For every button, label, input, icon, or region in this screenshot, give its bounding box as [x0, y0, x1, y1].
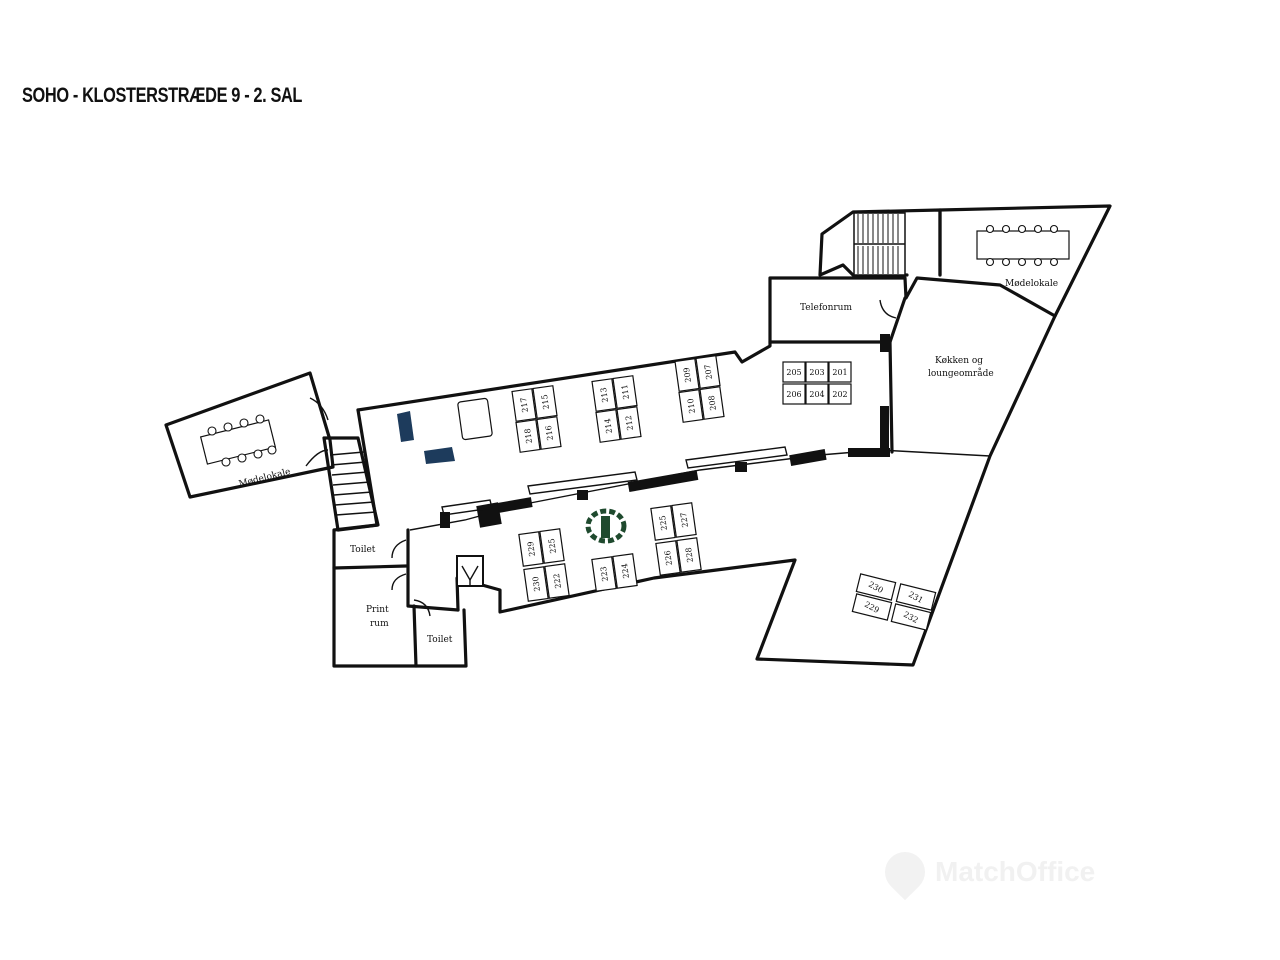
desk-number: 225	[658, 515, 669, 531]
desk: 207	[695, 355, 721, 389]
page-title: SOHO - KLOSTERSTRÆDE 9 - 2. SAL	[22, 84, 303, 107]
desk: 212	[616, 406, 642, 440]
desk: 209	[674, 358, 700, 392]
desk: 229	[851, 593, 893, 621]
desk-cluster-top: 217 215 218 216 213 211 214 212 209 207 210 208	[511, 355, 725, 453]
desk-number: 215	[540, 394, 551, 410]
toilet-lower-label: Toilet	[427, 635, 453, 645]
desk-number: 212	[624, 415, 635, 431]
desk: 216	[536, 416, 562, 450]
desk-number: 226	[663, 550, 674, 566]
desk: 218	[515, 419, 541, 453]
desk-number: 224	[620, 563, 631, 579]
desk: 208	[699, 386, 725, 420]
desk: 213	[591, 378, 617, 412]
meeting-room-left-label: Mødelokale	[238, 467, 292, 490]
desk-number: 228	[684, 547, 695, 563]
desk: 205	[782, 361, 806, 383]
desk: 206	[782, 383, 806, 405]
desk: 214	[595, 409, 621, 443]
elevator-icon	[456, 555, 484, 587]
watermark: MatchOffice	[876, 843, 1096, 901]
meeting-room-right: Mødelokale	[976, 224, 1070, 289]
desk: 211	[612, 375, 638, 409]
watermark-text: MatchOffice	[935, 856, 1096, 887]
desk-number: 222	[552, 573, 563, 589]
print-room-label-line1: Print	[366, 605, 389, 615]
desk: 223	[591, 556, 617, 592]
desk-number: 201	[832, 368, 847, 377]
desk-number: 204	[809, 390, 824, 399]
desk-number: 214	[603, 418, 614, 434]
desk: 204	[805, 383, 829, 405]
desk-number: 227	[679, 512, 690, 528]
desk-number: 202	[832, 390, 847, 399]
desk-number: 230	[531, 576, 542, 592]
desk: 231	[895, 583, 937, 611]
desk-number: 207	[703, 364, 714, 380]
desk: 230	[523, 566, 549, 602]
desk: 232	[890, 603, 932, 631]
desk-number: 203	[809, 368, 824, 377]
desk-number: 211	[620, 384, 631, 400]
wall-blocks	[440, 334, 890, 528]
desk: 225	[650, 505, 676, 541]
desk: 228	[676, 537, 702, 573]
desk: 230	[855, 573, 897, 601]
desk-number: 229	[526, 541, 537, 557]
desk-number: 208	[707, 395, 718, 411]
stairs-top	[853, 212, 906, 276]
desk-cluster-right: 205 203 201 206 204 202	[782, 361, 852, 405]
desk-number: 218	[523, 428, 534, 444]
desk: 202	[828, 383, 852, 405]
desk-number: 213	[599, 387, 610, 403]
toilet-upper-label: Toilet	[350, 545, 376, 555]
location-pin-icon	[876, 843, 934, 901]
desk-number: 216	[544, 425, 555, 441]
desk-cluster-bottom: 229 225 230 222 223 224 225 227 226 228	[518, 502, 702, 602]
desk: 201	[828, 361, 852, 383]
desk: 226	[655, 540, 681, 576]
desk: 229	[518, 531, 544, 567]
desk: 210	[678, 389, 704, 423]
desk-number: 209	[682, 367, 693, 383]
plant-icon	[585, 508, 627, 544]
building-outline	[332, 204, 1112, 668]
desk: 203	[805, 361, 829, 383]
kitchen-label-line1: Køkken og	[935, 356, 983, 366]
kitchen-label-line2: loungeområde	[928, 367, 994, 379]
desk: 217	[511, 388, 537, 422]
desk: 225	[539, 528, 565, 564]
desk: 227	[671, 502, 697, 538]
desk-number: 206	[786, 390, 801, 399]
desk-number: 205	[786, 368, 801, 377]
desk: 222	[544, 563, 570, 599]
counters	[441, 446, 788, 516]
desk-number: 217	[519, 397, 530, 413]
desk: 224	[612, 553, 638, 589]
lounge-furniture	[397, 397, 493, 464]
print-room-label-line2: rum	[370, 619, 389, 629]
phone-room-label: Telefonrum	[800, 303, 852, 313]
desk: 215	[532, 385, 558, 419]
desk-number: 225	[547, 538, 558, 554]
desk-number: 223	[599, 566, 610, 582]
meeting-room-left: Mødelokale	[164, 371, 335, 499]
meeting-room-right-label: Mødelokale	[1005, 279, 1058, 289]
desk-number: 210	[686, 398, 697, 414]
